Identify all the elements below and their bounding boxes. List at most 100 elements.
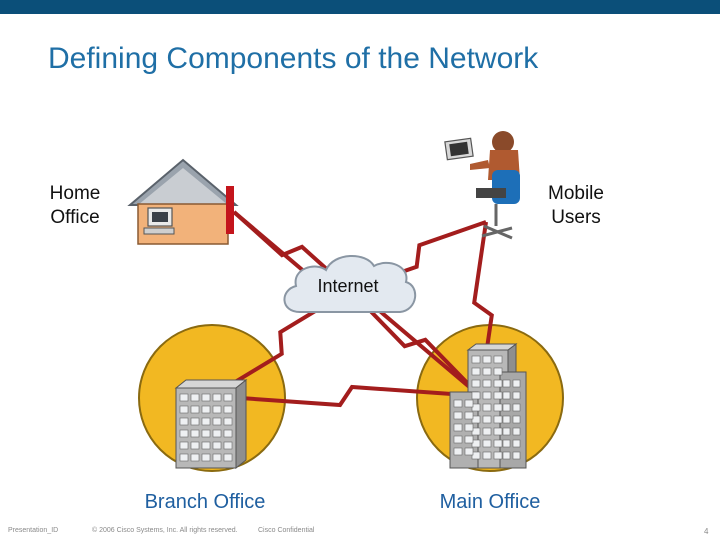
window — [471, 367, 481, 376]
window — [471, 427, 481, 436]
window — [512, 439, 521, 448]
window — [212, 441, 222, 450]
window — [471, 451, 481, 460]
home-label-line1: Home — [49, 183, 101, 204]
window — [482, 439, 492, 448]
window — [471, 355, 481, 364]
window — [453, 399, 463, 408]
window — [502, 403, 511, 412]
cloud-icon — [283, 254, 416, 313]
window — [471, 439, 481, 448]
branch-office-label: Branch Office — [144, 491, 266, 513]
window — [464, 411, 474, 420]
window — [482, 391, 492, 400]
window — [453, 411, 463, 420]
window — [482, 379, 492, 388]
house-icon — [127, 158, 239, 245]
window — [453, 435, 463, 444]
window — [493, 427, 503, 436]
window — [223, 429, 233, 438]
window — [179, 453, 189, 462]
window — [482, 415, 492, 424]
home-label-line2: Office — [50, 207, 100, 228]
window — [493, 355, 503, 364]
window — [190, 441, 200, 450]
window — [493, 391, 503, 400]
window — [482, 367, 492, 376]
window — [493, 439, 503, 448]
window — [493, 367, 503, 376]
window — [201, 417, 211, 426]
window — [201, 453, 211, 462]
window — [471, 379, 481, 388]
window — [464, 435, 474, 444]
home-office-label: Home Office — [42, 182, 108, 230]
window — [502, 379, 511, 388]
building-icon — [174, 378, 248, 470]
window — [502, 451, 511, 460]
wan-link-branch-main — [211, 384, 481, 408]
window — [512, 427, 521, 436]
window — [493, 379, 503, 388]
window — [212, 429, 222, 438]
window — [482, 427, 492, 436]
window — [482, 355, 492, 364]
window — [212, 453, 222, 462]
main-office-label: Main Office — [439, 491, 541, 513]
window — [179, 429, 189, 438]
mobile-user-icon — [444, 131, 520, 240]
window — [201, 429, 211, 438]
window — [190, 417, 200, 426]
window — [190, 429, 200, 438]
window — [502, 427, 511, 436]
mobile-users-label: Mobile Users — [536, 182, 616, 230]
window — [453, 423, 463, 432]
window — [179, 441, 189, 450]
window — [223, 405, 233, 414]
window — [179, 393, 189, 402]
window — [471, 403, 481, 412]
window — [464, 399, 474, 408]
footer-page-number: 4 — [704, 527, 709, 536]
window — [223, 453, 233, 462]
window — [179, 405, 189, 414]
window — [212, 417, 222, 426]
window — [512, 379, 521, 388]
window — [471, 415, 481, 424]
window — [502, 439, 511, 448]
window — [512, 391, 521, 400]
window — [512, 403, 521, 412]
window — [201, 441, 211, 450]
footer-copyright: © 2006 Cisco Systems, Inc. All rights re… — [92, 527, 238, 534]
window — [212, 393, 222, 402]
slide-title: Defining Components of the Network — [48, 42, 539, 75]
window — [493, 415, 503, 424]
window — [493, 451, 503, 460]
window — [502, 391, 511, 400]
window — [190, 405, 200, 414]
window — [464, 447, 474, 456]
window — [512, 415, 521, 424]
window — [464, 423, 474, 432]
mobile-label-line1: Mobile — [548, 183, 604, 204]
window — [223, 417, 233, 426]
window — [201, 393, 211, 402]
window — [212, 405, 222, 414]
window — [179, 417, 189, 426]
window — [482, 451, 492, 460]
window — [223, 441, 233, 450]
window — [512, 451, 521, 460]
window — [201, 405, 211, 414]
window — [223, 393, 233, 402]
window — [453, 447, 463, 456]
building-icon — [449, 343, 527, 469]
internet-label: Internet — [317, 276, 379, 296]
mobile-label-line2: Users — [551, 207, 601, 228]
window — [190, 453, 200, 462]
footer-confidential: Cisco Confidential — [258, 527, 315, 534]
window — [502, 415, 511, 424]
wan-link-internet-main — [348, 288, 482, 398]
top-bar — [0, 0, 720, 14]
window — [471, 391, 481, 400]
